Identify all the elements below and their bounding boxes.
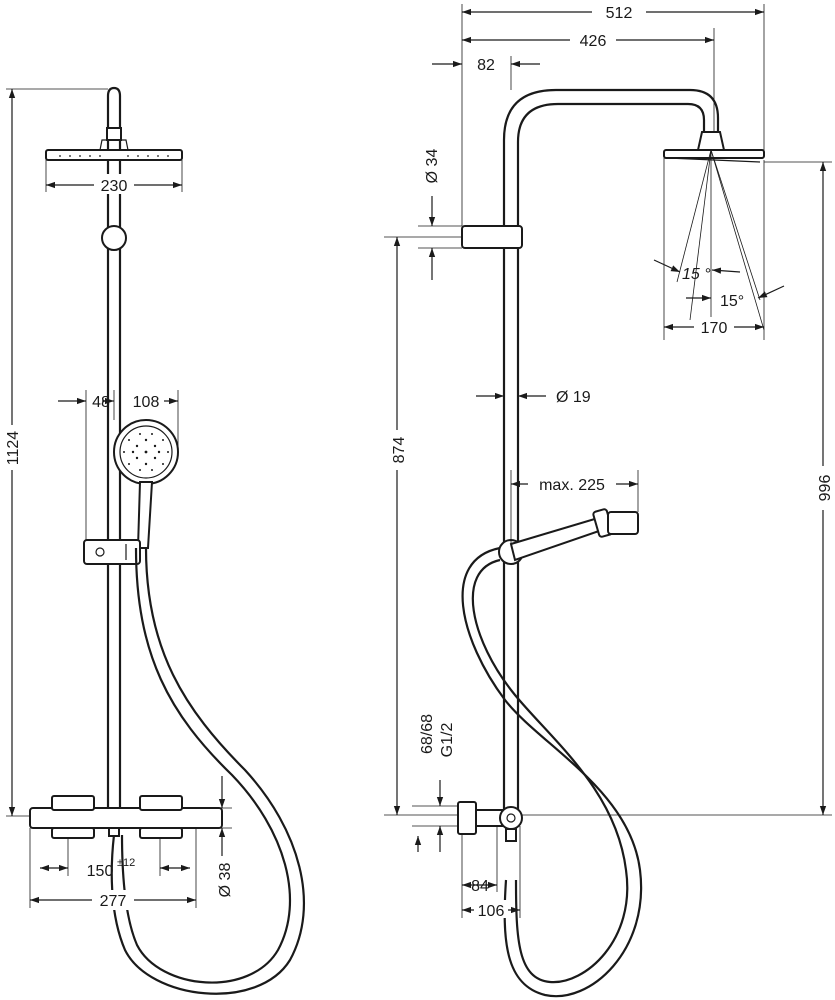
dim-874: 874 <box>391 437 408 464</box>
dim-84: 84 <box>471 878 489 895</box>
dim-150: 150 <box>87 863 114 880</box>
front-head-connector <box>106 127 122 141</box>
dim-996: 996 <box>817 475 834 502</box>
front-shower-hose <box>110 547 305 995</box>
dim-230: 230 <box>101 178 128 195</box>
dim-48: 48 <box>92 394 110 411</box>
dim-max-225: max. 225 <box>539 477 605 494</box>
front-ball-joint <box>101 225 127 251</box>
side-hand-shower <box>509 508 639 562</box>
dim-d34: Ø 34 <box>424 149 441 184</box>
side-holder-block <box>461 225 523 249</box>
dim-82: 82 <box>477 57 495 74</box>
front-riser-pipe <box>106 86 122 820</box>
front-thermostat <box>29 795 223 839</box>
dim-1124: 1124 <box>5 431 22 466</box>
side-connection-valve <box>457 801 523 842</box>
dim-426: 426 <box>580 33 607 50</box>
front-hand-shower <box>113 419 179 549</box>
dim-512: 512 <box>606 5 633 22</box>
dim-106: 106 <box>478 903 505 920</box>
dim-g1-2: G1/2 <box>439 723 456 758</box>
dim-d19: Ø 19 <box>556 389 591 406</box>
front-overhead-shower <box>45 149 183 161</box>
dim-angle-15-inner: 15 ° <box>682 266 711 283</box>
dim-150-tolerance: ±12 <box>117 857 135 869</box>
side-overhead-shower <box>663 149 765 159</box>
front-shower-hose-inner <box>120 547 291 984</box>
dim-170: 170 <box>701 320 728 337</box>
front-head-nozzles <box>59 155 169 157</box>
dim-277: 277 <box>100 893 127 910</box>
front-holder-slider <box>83 539 141 565</box>
side-shower-hose <box>461 546 643 998</box>
side-riser-and-arm <box>502 88 720 815</box>
front-view: 1124 230 48 108 150 ±12 277 <box>3 86 305 995</box>
dim-68-68: 68/68 <box>419 714 436 754</box>
dim-108: 108 <box>133 394 160 411</box>
dim-d38: Ø 38 <box>217 863 234 898</box>
dim-angle-15-outer: 15° <box>720 293 744 310</box>
side-view: 512 426 82 Ø 34 15 ° 15° 170 Ø 19 <box>384 2 834 998</box>
